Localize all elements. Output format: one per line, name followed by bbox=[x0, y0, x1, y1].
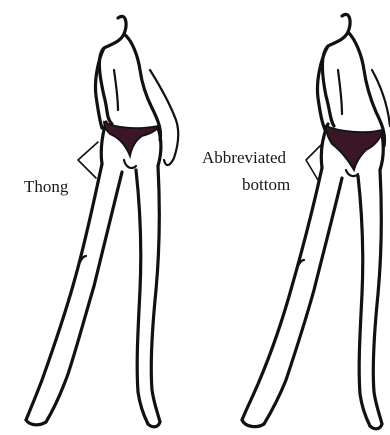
figure-right-foot-right bbox=[370, 424, 382, 429]
figure-right-leg-left-inner bbox=[264, 178, 342, 424]
figure-left-leader-line bbox=[78, 142, 98, 178]
figure-left-leg-left-inner bbox=[46, 172, 122, 422]
figure-left-foot-left bbox=[26, 420, 46, 425]
figure-left-spine bbox=[114, 70, 118, 110]
figure-right-hip-right bbox=[380, 134, 383, 170]
figure-right-leg-left-outer bbox=[242, 168, 322, 420]
figure-right-garment-abbreviated-bottom bbox=[326, 126, 382, 170]
figure-right-leg-right-inner bbox=[358, 176, 370, 426]
figure-left-leg-right-inner bbox=[136, 170, 148, 424]
label-abbreviated-line2: bottom bbox=[242, 175, 290, 194]
figure-thong: Thong bbox=[24, 16, 178, 426]
figure-left-torso-outline bbox=[99, 16, 126, 124]
figure-left-arm-right bbox=[150, 70, 178, 165]
figure-right-spine bbox=[338, 70, 342, 114]
figure-left-hip-right bbox=[158, 128, 161, 166]
figure-left-torso-right bbox=[124, 34, 161, 140]
figure-left-leg-right-outer bbox=[151, 166, 160, 422]
figure-right-arm-right bbox=[372, 70, 390, 126]
label-abbreviated-line1: Abbreviated bbox=[202, 148, 287, 167]
figure-right-torso-outline bbox=[323, 14, 351, 126]
figure-right-leg-right-outer bbox=[373, 170, 382, 424]
label-thong: Thong bbox=[24, 177, 69, 196]
figure-left-garment-thong bbox=[104, 122, 158, 156]
figure-right-torso-right bbox=[348, 32, 385, 146]
figure-right-foot-left bbox=[242, 420, 264, 427]
figure-abbreviated: Abbreviated bottom bbox=[202, 14, 390, 428]
figure-right-crease bbox=[346, 170, 358, 176]
figure-left-crease bbox=[124, 160, 136, 168]
figure-right-arm-left bbox=[317, 46, 328, 132]
figure-left-foot-right bbox=[148, 422, 160, 427]
